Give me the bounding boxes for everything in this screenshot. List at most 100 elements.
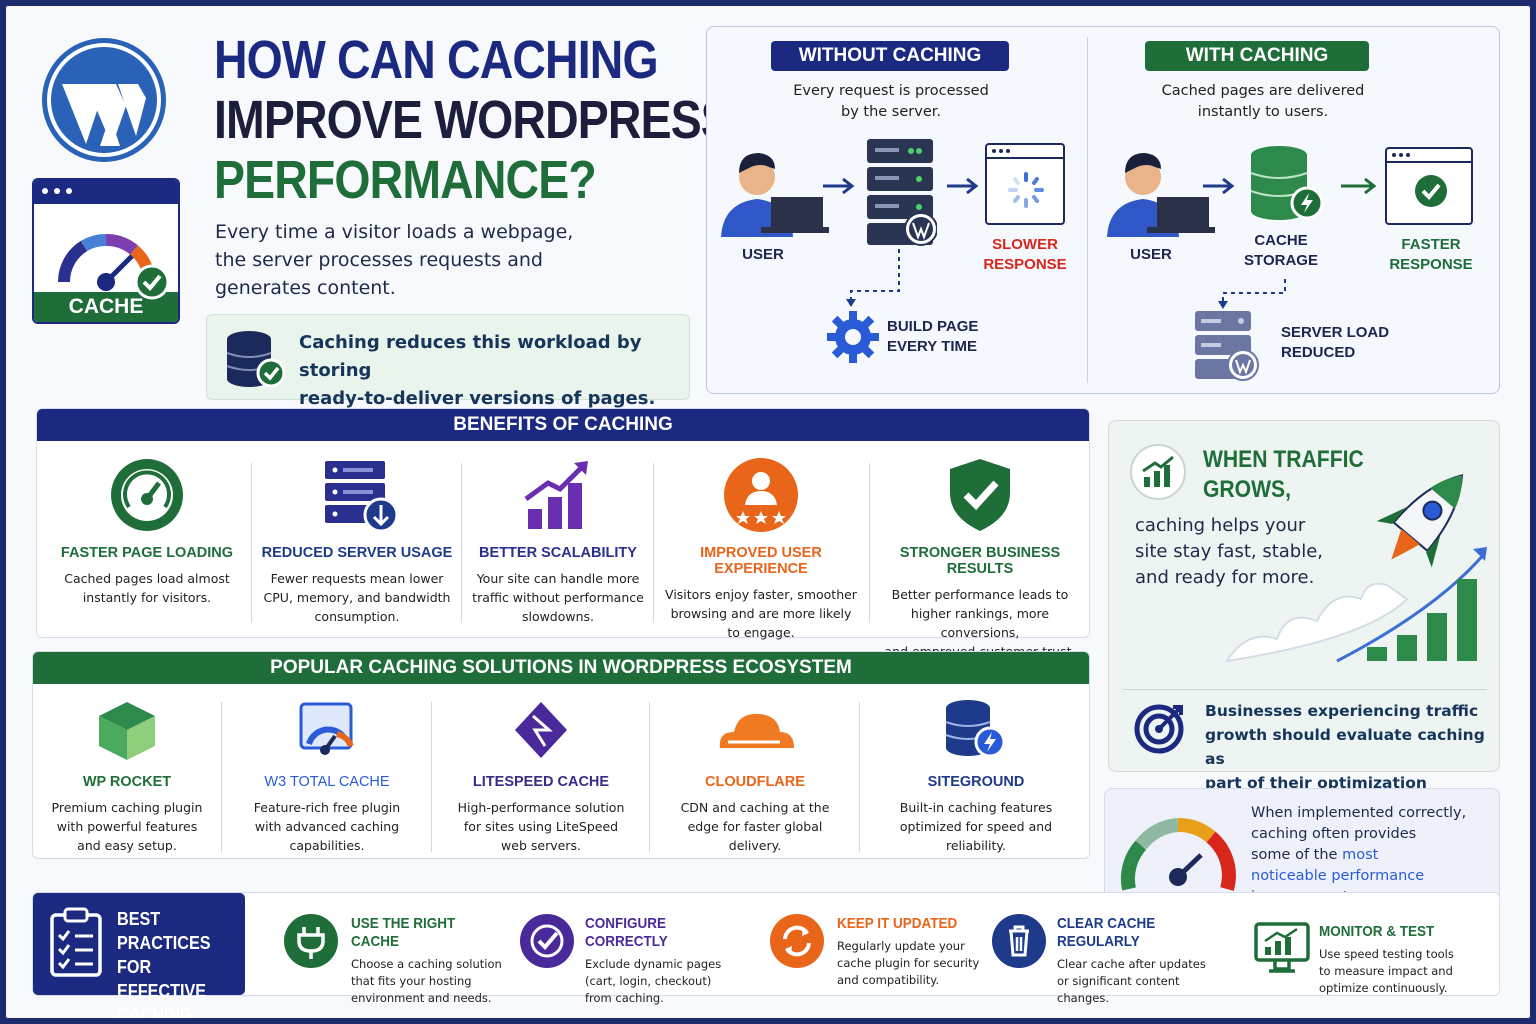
loading-window-icon xyxy=(985,143,1065,225)
cloudflare-cloud-icon xyxy=(719,713,794,748)
arrow-right-icon xyxy=(1203,177,1235,195)
dashed-connector xyxy=(1218,279,1286,309)
without-caching-heading: WITHOUT CACHING xyxy=(771,41,1009,71)
target-icon xyxy=(1134,704,1184,754)
check-icon xyxy=(134,264,170,300)
benefit-better-scalability: BETTER SCALABILITY Your site can handle … xyxy=(467,455,649,625)
benefit-heading: BETTER SCALABILITY xyxy=(479,545,637,561)
growth-chart-icon xyxy=(524,461,588,529)
refresh-icon xyxy=(770,914,824,968)
chart-growth-icon xyxy=(1130,444,1186,500)
arrow-right-icon xyxy=(823,177,855,195)
benefit-stronger-business-results: STRONGER BUSINESS RESULTS Better perform… xyxy=(873,455,1087,659)
wp-rocket-cube-icon xyxy=(99,702,155,760)
user-rating-icon xyxy=(724,458,798,532)
speed-gauge-icon xyxy=(1120,817,1236,891)
checklist-clipboard-icon xyxy=(50,907,102,977)
litespeed-diamond-icon xyxy=(515,702,567,758)
cache-window-icon: CACHE xyxy=(32,178,180,324)
practice-clear-cache-regularly: CLEAR CACHE REGULARLY Clear cache after … xyxy=(1057,915,1206,1005)
solution-heading: LITESPEED CACHE xyxy=(472,774,610,790)
benefit-reduced-server-usage: REDUCED SERVER USAGE Fewer requests mean… xyxy=(257,455,457,625)
caching-note-box: Caching reduces this workload by storing… xyxy=(206,314,690,409)
spinner-icon xyxy=(1008,172,1044,208)
monitor-chart-icon xyxy=(1254,922,1310,973)
without-user-label: USER xyxy=(742,246,784,263)
with-caching-heading: WITH CACHING xyxy=(1145,41,1369,71)
caching-comparison-panel: WITHOUT CACHING Every request is process… xyxy=(706,26,1500,394)
title-line-1: HOW CAN CACHING xyxy=(214,30,659,90)
with-user-label: USER xyxy=(1130,246,1172,263)
benefit-heading: STRONGER BUSINESS RESULTS xyxy=(899,545,1061,577)
speedometer-icon xyxy=(111,459,183,531)
note-line-1: Caching reduces this workload by storing xyxy=(299,332,642,381)
solution-heading: CLOUDFLARE xyxy=(705,774,805,790)
siteground-database-icon xyxy=(945,700,1006,758)
rocket-growth-icon xyxy=(1224,474,1487,663)
database-check-icon xyxy=(226,331,286,388)
plug-icon xyxy=(284,914,338,968)
shield-check-icon xyxy=(950,459,1010,531)
solution-heading: W3 TOTAL CACHE xyxy=(264,774,390,790)
benefits-title: BENEFITS OF CACHING xyxy=(37,409,1089,441)
title-line-2: IMPROVE WORDPRESS xyxy=(214,90,732,150)
benefit-faster-page-loading: FASTER PAGE LOADING Cached pages load al… xyxy=(47,455,247,625)
cache-storage-database-icon xyxy=(1250,146,1324,220)
benefit-heading: IMPROVED USER EXPERIENCE xyxy=(700,545,822,577)
benefits-section: BENEFITS OF CACHING FASTER PAGE LOADING … xyxy=(36,408,1090,659)
benefit-heading: REDUCED SERVER USAGE xyxy=(261,545,453,561)
note-line-2: ready-to-deliver versions of pages. xyxy=(299,388,656,409)
gear-icon xyxy=(827,311,879,363)
benefit-improved-user-experience: IMPROVED USER EXPERIENCE Visitors enjoy … xyxy=(657,455,865,640)
solutions-section: POPULAR CACHING SOLUTIONS IN WORDPRESS E… xyxy=(32,651,1090,859)
server-stack-icon xyxy=(867,139,937,246)
server-download-icon xyxy=(325,461,399,533)
reduced-server-icon xyxy=(1195,311,1259,381)
intro-text: Every time a visitor loads a webpage, th… xyxy=(215,221,574,299)
solution-heading: WP ROCKET xyxy=(82,774,172,790)
user-laptop-icon xyxy=(1107,153,1215,237)
success-window-icon xyxy=(1385,147,1473,225)
trash-icon xyxy=(992,914,1046,968)
solution-heading: SITEGROUND xyxy=(927,774,1025,790)
configure-check-icon xyxy=(520,914,574,968)
solution-litespeed-cache: LITESPEED CACHE High-performance solutio… xyxy=(437,698,645,868)
infographic-page: CACHE HOW CAN CACHING IMPROVE WORDPRESS … xyxy=(6,6,1530,1018)
arrow-right-icon xyxy=(1341,177,1377,195)
w3-total-cache-icon xyxy=(299,702,354,755)
benefit-heading: FASTER PAGE LOADING xyxy=(60,545,234,561)
wordpress-logo-icon xyxy=(42,38,166,162)
dashed-connector xyxy=(846,249,900,307)
title-line-3: PERFORMANCE? xyxy=(214,150,597,210)
practice-configure-correctly: CONFIGURE CORRECTLY Exclude dynamic page… xyxy=(585,915,722,1005)
